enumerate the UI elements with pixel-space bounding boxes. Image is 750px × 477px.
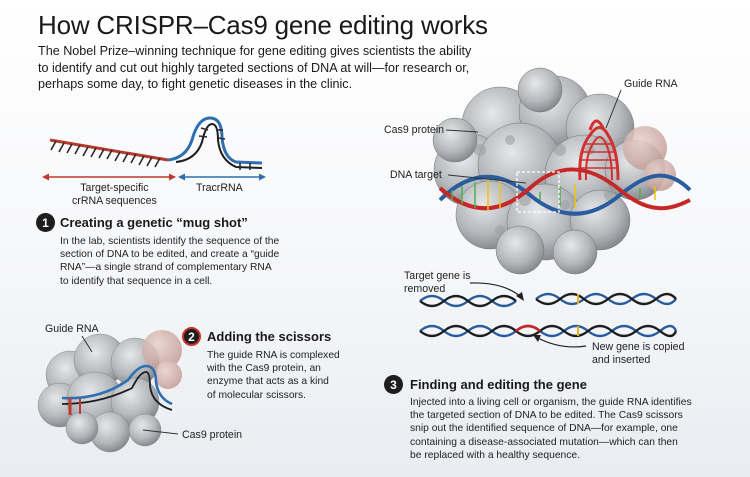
intro-line: perhaps some day, to fight genetic disea… (38, 77, 353, 91)
target-removed-line: removed (404, 282, 446, 295)
step-2-title: Adding the scissors (207, 329, 332, 344)
step-2-line: The guide RNA is complexed (207, 350, 340, 361)
cas9-complex-small-icon (37, 330, 182, 453)
intro-paragraph: The Nobel Prize–winning technique for ge… (38, 43, 558, 93)
new-gene-line: New gene is copied (592, 341, 685, 353)
tracrrna-label: TracrRNA (196, 182, 243, 194)
step-2-line: of molecular scissors. (207, 389, 306, 401)
callout-lines (445, 89, 622, 184)
guide-rna-strand-icon (42, 116, 266, 181)
dna-target-label: DNA target (390, 169, 442, 181)
guide-rna-label-small: Guide RNA (45, 323, 99, 335)
step-2-body: The guide RNA is complexed with the Cas9… (207, 349, 340, 402)
guide-rna-hairpin-icon (578, 119, 620, 181)
step-1-line: RNA”—a single strand of complementary RN… (60, 262, 272, 274)
cas9-protein-label-top: Cas9 protein (384, 124, 445, 136)
cas9-protein-label-small: Cas9 protein (182, 429, 243, 441)
step-3-body: Injected into a living cell or organism,… (410, 396, 692, 462)
new-gene-label: New gene is copied and inserted (592, 341, 684, 366)
step-1-line: In the lab, scientists identify the sequ… (60, 236, 280, 247)
intro-line: to identify and cut out highly targeted … (38, 60, 470, 75)
dna-edit-strands (419, 282, 678, 348)
cas9-protein-icon (432, 67, 676, 275)
crrna-label: Target-specific crRNA sequences (72, 182, 157, 207)
target-removed-label: Target gene is removed (404, 270, 471, 295)
dna-helix-icon (438, 167, 692, 216)
step-3-line: the targeted section of DNA to be edited… (410, 410, 683, 422)
step-1-line: section of DNA to be edited, and create … (60, 249, 280, 261)
target-removed-line: Target gene is (404, 270, 471, 282)
crrna-label-line: crRNA sequences (72, 194, 157, 207)
step-1-number: 1 (36, 213, 55, 232)
step-2-number: 2 (182, 327, 201, 346)
step-2-line: enzyme that acts as a kind (207, 376, 329, 388)
step-3-line: be replaced with a healthy sequence. (410, 449, 581, 461)
step-3-title: Finding and editing the gene (410, 377, 587, 392)
step-1-title: Creating a genetic “mug shot” (60, 215, 248, 230)
step-3-number: 3 (384, 375, 403, 394)
step-3-line: containing a disease-associated mutation… (410, 436, 678, 448)
step-3-line: snip out the identified sequence of DNA—… (410, 423, 678, 435)
guide-rna-label-top: Guide RNA (624, 78, 678, 90)
step-1-line: to identify that sequence in a cell. (60, 275, 213, 287)
crrna-label-line: Target-specific (80, 182, 149, 194)
new-gene-line: and inserted (592, 353, 651, 366)
page-title: How CRISPR–Cas9 gene editing works (38, 10, 488, 40)
intro-line: The Nobel Prize–winning technique for ge… (38, 44, 472, 58)
step-1-body: In the lab, scientists identify the sequ… (60, 235, 279, 288)
step-2-line: with the Cas9 protein, an (207, 363, 321, 375)
step-3-line: Injected into a living cell or organism,… (410, 397, 692, 408)
